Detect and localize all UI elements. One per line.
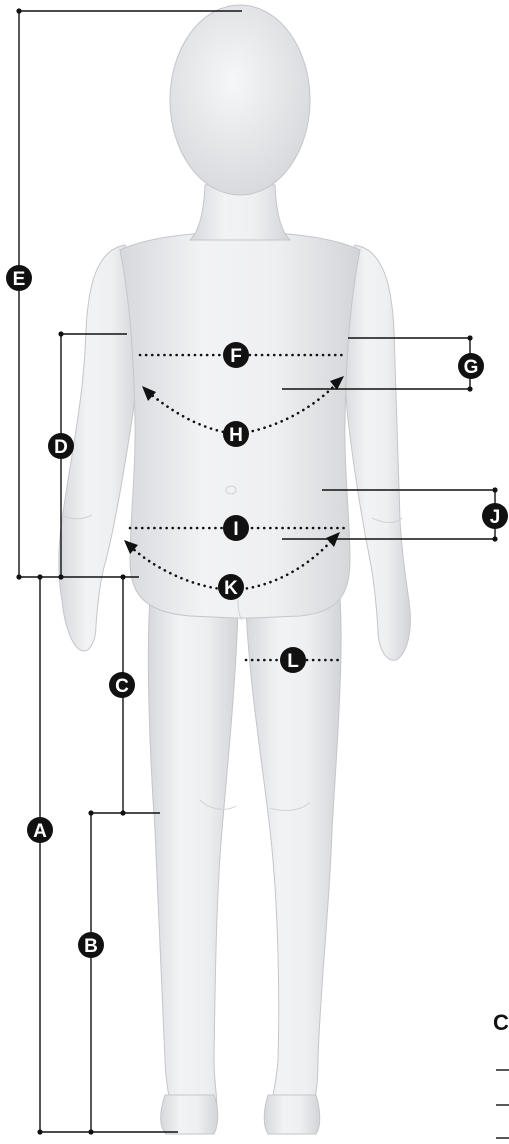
label-badge-i: I: [223, 515, 249, 541]
label-d-text: D: [54, 437, 68, 458]
label-k-text: K: [224, 578, 238, 599]
label-badge-f: F: [223, 342, 249, 368]
label-badge-k: K: [218, 574, 244, 600]
label-badge-j: J: [482, 503, 508, 529]
label-badge-d: D: [48, 433, 74, 459]
label-f-text: F: [230, 346, 242, 367]
label-badge-h: H: [223, 421, 249, 447]
label-g-text: G: [464, 357, 479, 378]
label-badge-l: L: [280, 647, 306, 673]
label-b-text: B: [84, 936, 98, 957]
mannequin-figure: [59, 5, 411, 1134]
label-l-text: L: [287, 651, 299, 672]
label-badge-g: G: [458, 353, 484, 379]
right-foot: [264, 1095, 320, 1134]
partial-heading-text: C: [493, 1010, 509, 1035]
label-a-text: A: [33, 821, 47, 842]
left-leg: [148, 598, 238, 1124]
label-e-text: E: [13, 269, 26, 290]
right-arm: [342, 245, 410, 660]
label-h-text: H: [229, 425, 243, 446]
label-badge-a: A: [27, 817, 53, 843]
label-badge-b: B: [78, 932, 104, 958]
label-badge-c: C: [109, 672, 135, 698]
label-j-text: J: [490, 507, 501, 528]
head: [170, 5, 310, 195]
right-leg: [246, 598, 341, 1124]
left-foot: [161, 1095, 218, 1134]
label-c-text: C: [115, 676, 129, 697]
label-i-text: I: [233, 519, 238, 540]
label-badge-e: E: [6, 265, 32, 291]
